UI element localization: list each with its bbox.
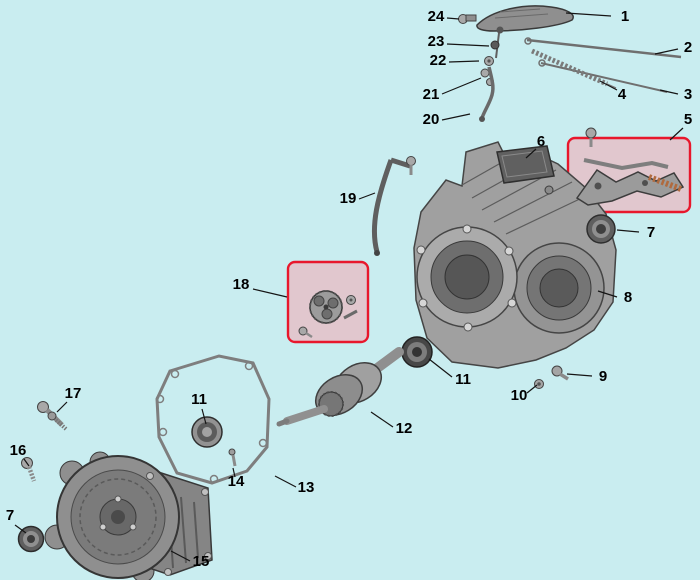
ball-joint-part-23 (490, 40, 500, 50)
governor-gear-part-18 (298, 290, 358, 339)
bolt-part-9 (551, 365, 569, 381)
bolt-near-part-19 (406, 156, 416, 166)
leader-line-3-2 (659, 89, 679, 95)
callout-label-21-20: 21 (423, 86, 440, 103)
callout-label-6-5: 6 (537, 133, 545, 150)
oil-tube-part-19 (371, 157, 411, 256)
flywheel-housing-part-15 (44, 451, 213, 580)
leader-line-7-6 (616, 229, 640, 233)
callout-label-18-17: 18 (233, 276, 250, 293)
crankshaft-part-12 (276, 347, 404, 427)
callout-label-14-13: 14 (228, 473, 245, 490)
bearing-part-11-left (191, 416, 223, 448)
callout-label-5-4: 5 (684, 111, 692, 128)
leader-line-1-0 (565, 12, 612, 17)
callout-label-16-15: 16 (10, 442, 27, 459)
engine-block-part-8 (413, 141, 617, 369)
leader-line-23-22 (446, 43, 490, 47)
governor-arm-part-1 (476, 5, 574, 59)
callout-label-19-18: 19 (340, 190, 357, 207)
dowel-pin-part-14 (228, 448, 237, 467)
callout-label-1-0: 1 (621, 8, 629, 25)
small-hardware-parts-20-24 (406, 14, 500, 175)
callout-label-7-6: 7 (647, 224, 655, 241)
leader-line-24-23 (446, 17, 460, 20)
callout-label-20-19: 20 (423, 111, 440, 128)
callout-label-9-8: 9 (599, 368, 607, 385)
governor-spring-part-4 (530, 48, 617, 89)
callout-label-4-3: 4 (618, 86, 627, 103)
callout-layer: 1234567891011121314151617181920212223241… (6, 8, 692, 570)
leader-line-19-18 (358, 192, 376, 200)
leader-line-18-17 (252, 288, 288, 298)
governor-pin (343, 309, 358, 320)
callout-label-22-21: 22 (430, 52, 447, 69)
callout-label-11-10: 11 (455, 371, 471, 388)
leader-line-20-19 (441, 113, 471, 121)
leader-line-11-24 (201, 408, 207, 425)
governor-rod-part-3 (538, 59, 668, 93)
leader-line-15-14 (170, 550, 191, 562)
callout-label-24-23: 24 (428, 8, 445, 25)
callout-label-3-2: 3 (684, 86, 692, 103)
leader-line-22-21 (448, 60, 480, 63)
callout-label-8-7: 8 (624, 289, 632, 306)
leader-line-8-7 (597, 290, 618, 298)
callout-label-10-9: 10 (511, 387, 528, 404)
gasket-part-13 (155, 354, 271, 485)
stud-bolt-part-17 (37, 401, 68, 431)
leader-line-10-9 (526, 384, 538, 394)
leader-line-5-4 (669, 127, 684, 141)
leader-line-13-12 (274, 475, 297, 488)
control-bracket-assembly-part-5 (575, 127, 685, 206)
leader-line-2-1 (654, 48, 679, 55)
callout-label-23-22: 23 (428, 33, 445, 50)
callout-label-7-25: 7 (6, 507, 14, 524)
governor-bolt (298, 326, 308, 336)
washer-part-21a (480, 68, 490, 78)
leader-line-16-15 (23, 458, 30, 467)
leader-line-7-25 (14, 524, 27, 534)
oil-seal-part-11-right (401, 336, 433, 368)
callout-label-13-12: 13 (298, 479, 315, 496)
link-rod-part-20 (480, 66, 495, 119)
callout-label-11-24: 11 (191, 391, 207, 408)
leader-line-21-20 (441, 77, 482, 95)
leader-line-11-10 (428, 358, 453, 378)
oil-seal-part-7-right (586, 214, 616, 244)
leader-line-14-13 (232, 467, 236, 478)
leader-line-4-3 (599, 80, 618, 91)
leader-line-9-8 (566, 373, 593, 377)
throttle-spring (647, 174, 683, 192)
callout-label-15-14: 15 (193, 553, 210, 570)
callout-label-17-16: 17 (65, 385, 82, 402)
ignition-module-part-6 (496, 145, 555, 195)
leader-line-12-11 (370, 411, 394, 428)
leader-line-6-5 (525, 148, 537, 159)
washer-part-10 (534, 379, 544, 389)
callout-label-2-1: 2 (684, 39, 692, 56)
callout-label-12-11: 12 (396, 420, 413, 437)
leader-line-17-16 (56, 401, 68, 413)
